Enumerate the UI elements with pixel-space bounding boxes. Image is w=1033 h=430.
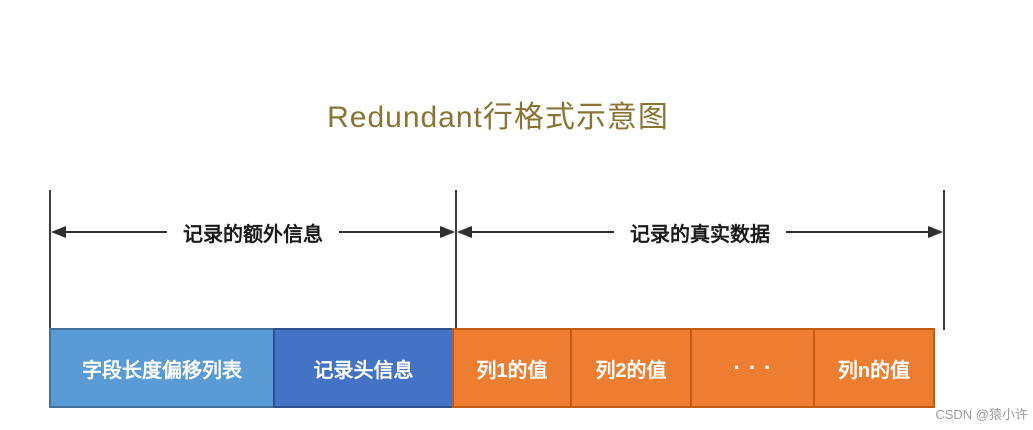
extent-line-middle — [455, 190, 457, 330]
box-column2-value: 列2的值 — [570, 328, 692, 408]
diagram-title: Redundant行格式示意图 — [327, 101, 669, 134]
box-ellipsis: ··· — [690, 328, 815, 408]
dimension-rule — [786, 231, 928, 233]
box-label: 记录头信息 — [313, 359, 414, 382]
box-label: 字段长度偏移列表 — [82, 359, 242, 382]
arrowhead-right-icon — [928, 226, 943, 238]
row-format-boxes: 字段长度偏移列表 记录头信息 列1的值 列2的值 ··· 列n的值 — [49, 328, 935, 408]
box-label: 列1的值 — [476, 359, 548, 382]
box-column1-value: 列1的值 — [452, 328, 572, 408]
real-data-label: 记录的真实数据 — [630, 223, 770, 246]
arrowhead-left-icon — [51, 226, 66, 238]
arrowhead-left-icon — [457, 226, 472, 238]
dimension-rule — [339, 231, 440, 233]
dimension-real-data: 记录的真实数据 — [457, 220, 943, 246]
dimension-rule — [472, 231, 614, 233]
box-label: ··· — [733, 355, 780, 380]
box-label: 列n的值 — [837, 359, 911, 382]
extra-info-label: 记录的额外信息 — [183, 223, 323, 246]
box-record-header-info: 记录头信息 — [273, 328, 454, 408]
extent-line-left — [49, 190, 51, 330]
dimension-extra-info: 记录的额外信息 — [51, 220, 455, 246]
box-columnN-value: 列n的值 — [813, 328, 935, 408]
arrowhead-right-icon — [440, 226, 455, 238]
box-label: 列2的值 — [595, 359, 667, 382]
extent-line-right — [943, 190, 945, 330]
watermark: CSDN @猿小许 — [935, 407, 1028, 422]
dimension-rule — [66, 231, 167, 233]
box-field-length-offset-list: 字段长度偏移列表 — [49, 328, 275, 408]
